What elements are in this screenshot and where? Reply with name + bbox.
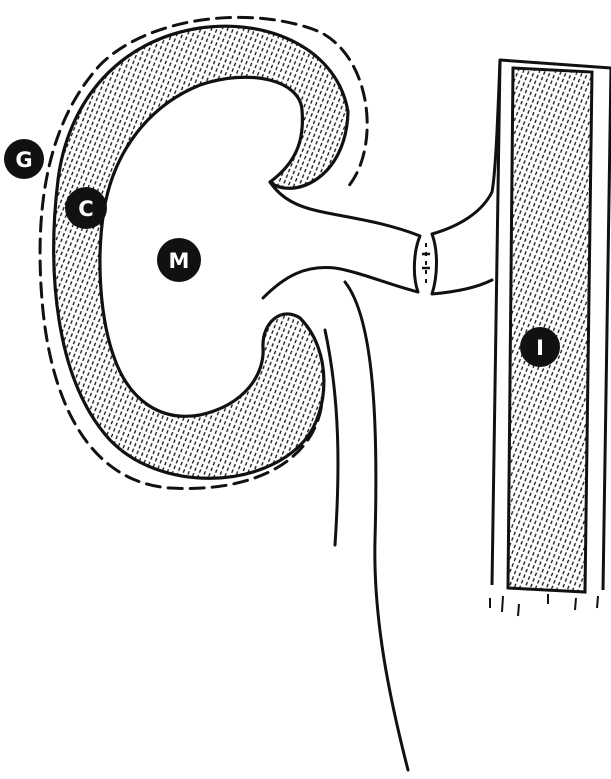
ureter-left-wall [325, 330, 338, 545]
svg-text:C: C [78, 197, 93, 221]
ureter-right-wall [345, 282, 408, 770]
label-i: I [520, 327, 560, 367]
conduit-upper [432, 60, 500, 234]
cortex-band [54, 26, 348, 478]
renal-pelvis-lower [263, 268, 418, 298]
label-c: C [65, 187, 107, 229]
svg-text:M: M [169, 249, 190, 273]
svg-text:I: I [536, 336, 544, 360]
renal-pelvis [270, 182, 420, 236]
anastomosis-joint [414, 234, 436, 294]
svg-text:G: G [15, 148, 32, 172]
label-m: M [157, 238, 201, 282]
conduit-lower [432, 280, 492, 294]
label-g: G [4, 139, 44, 179]
